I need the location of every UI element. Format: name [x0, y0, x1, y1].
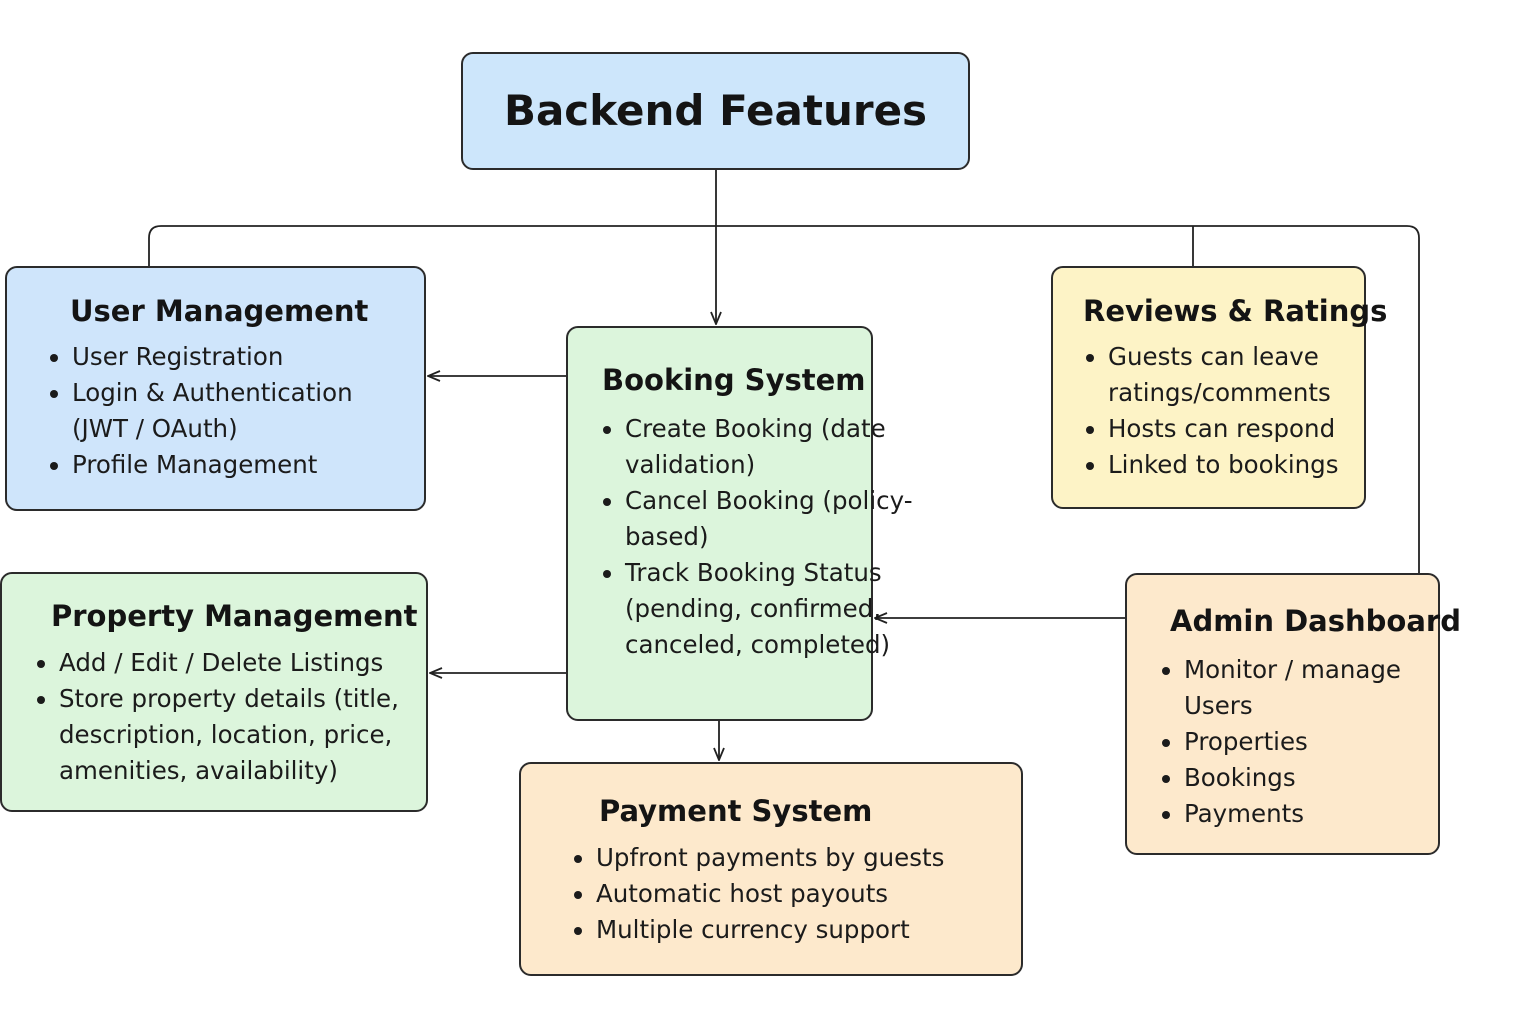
- list-item: Bookings: [1184, 760, 1438, 796]
- property-management-list: Add / Edit / Delete Listings Store prope…: [34, 645, 416, 789]
- backend-features-box: Backend Features: [461, 52, 970, 170]
- list-item: Profile Management: [72, 447, 414, 483]
- list-item: Properties: [1184, 724, 1438, 760]
- admin-dashboard-heading: Admin Dashboard: [1170, 604, 1461, 638]
- admin-dashboard-box: Admin Dashboard Monitor / manage Users P…: [1125, 573, 1461, 855]
- payment-system-list: Upfront payments by guests Automatic hos…: [571, 840, 1011, 948]
- reviews-ratings-box: Reviews & Ratings Guests can leave ratin…: [1051, 266, 1388, 509]
- user-management-box: User Management User Registration Login …: [5, 266, 426, 511]
- list-item: Monitor / manage Users: [1184, 652, 1438, 724]
- list-item: Create Booking (date validation): [625, 411, 915, 483]
- payment-system-heading: Payment System: [599, 794, 873, 828]
- list-item: Guests can leave ratings/comments: [1108, 339, 1364, 411]
- list-item: Login & Authentication (JWT / OAuth): [72, 375, 414, 447]
- list-item: Hosts can respond: [1108, 411, 1364, 447]
- booking-system-box: Booking System Create Booking (date vali…: [566, 326, 913, 721]
- reviews-ratings-list: Guests can leave ratings/comments Hosts …: [1083, 339, 1364, 483]
- list-item: Add / Edit / Delete Listings: [59, 645, 416, 681]
- list-item: Cancel Booking (policy-based): [625, 483, 915, 555]
- list-item: Track Booking Status (pending, confirmed…: [625, 555, 915, 663]
- list-item: Linked to bookings: [1108, 447, 1364, 483]
- payment-system-box: Payment System Upfront payments by guest…: [519, 762, 1023, 976]
- user-management-list: User Registration Login & Authentication…: [47, 339, 414, 483]
- property-management-heading: Property Management: [51, 599, 418, 633]
- bus-line: [148, 225, 1420, 574]
- list-item: Upfront payments by guests: [596, 840, 1011, 876]
- list-item: Automatic host payouts: [596, 876, 1011, 912]
- list-item: User Registration: [72, 339, 414, 375]
- booking-system-heading: Booking System: [602, 363, 866, 397]
- list-item: Multiple currency support: [596, 912, 1011, 948]
- backend-features-title: Backend Features: [503, 85, 928, 135]
- list-item: Store property details (title, descripti…: [59, 681, 416, 789]
- booking-system-list: Create Booking (date validation) Cancel …: [600, 411, 915, 663]
- list-item: Payments: [1184, 796, 1438, 832]
- user-management-heading: User Management: [70, 294, 369, 328]
- admin-dashboard-list: Monitor / manage Users Properties Bookin…: [1159, 652, 1438, 832]
- property-management-box: Property Management Add / Edit / Delete …: [0, 572, 428, 812]
- reviews-ratings-heading: Reviews & Ratings: [1083, 294, 1388, 328]
